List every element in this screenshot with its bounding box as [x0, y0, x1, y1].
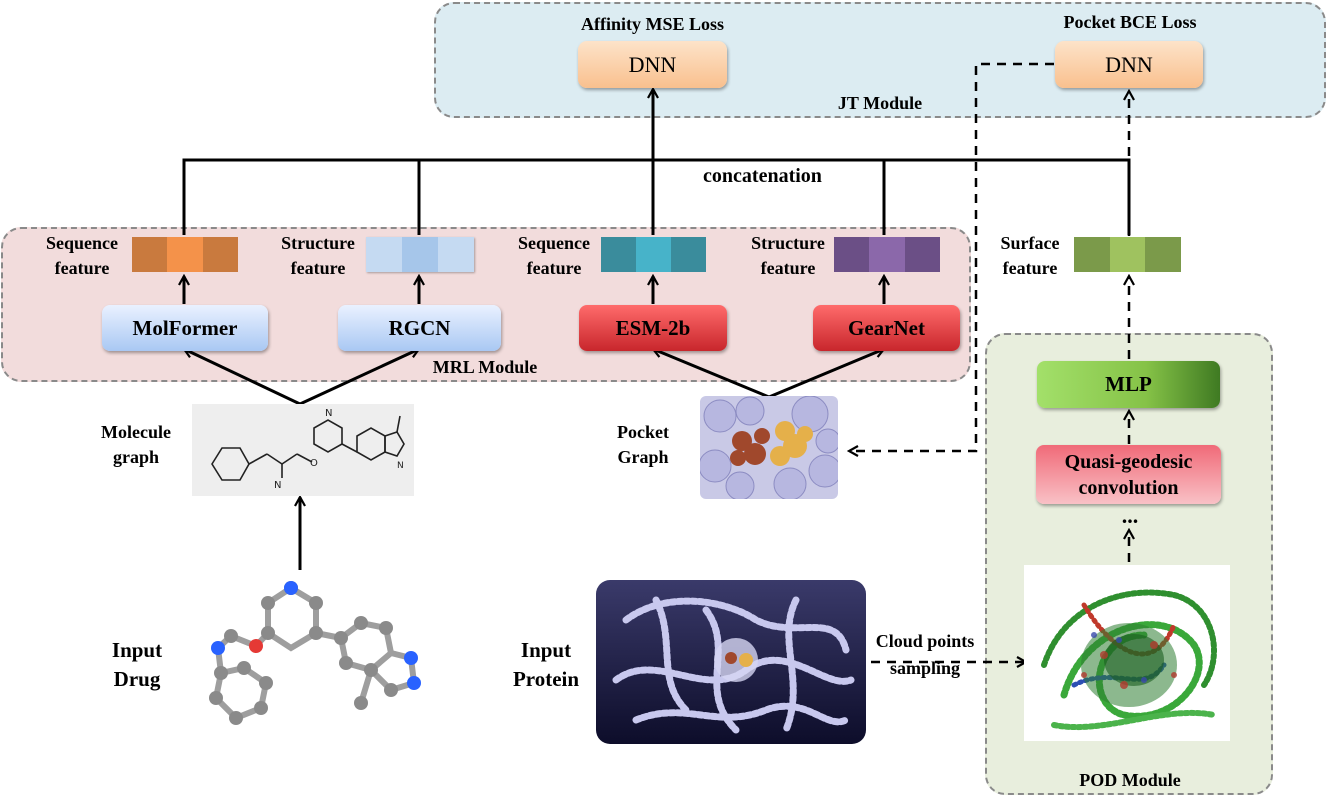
input-drug-label: Input Drug	[111, 638, 163, 691]
drug-structure-feature-vector	[366, 237, 474, 272]
feature-cell	[132, 237, 168, 272]
surface-feature-label: Surface feature	[1000, 233, 1060, 278]
molecule-graph-label: Molecule graph	[101, 422, 171, 467]
feature-cell	[1109, 237, 1146, 272]
cloud-points-label: Cloud points sampling	[875, 631, 975, 678]
protein-sequence-feature-vector	[601, 237, 706, 272]
input-protein-label: Input Protein	[512, 638, 580, 691]
drug-structure-feature-label: Structure feature	[281, 233, 355, 278]
feature-cell	[202, 237, 238, 272]
rgcn-box: RGCN	[338, 305, 501, 351]
quasi-geodesic-label: Quasi-geodesic convolution	[1064, 450, 1193, 499]
feature-cell	[402, 237, 438, 272]
feature-cell	[601, 237, 636, 272]
input-drug-3d-image	[209, 581, 421, 725]
surface-feature-vector	[1074, 237, 1182, 272]
dnn-pocket-box: DNN	[1055, 41, 1203, 88]
feature-cell	[636, 237, 671, 272]
feature-cell	[834, 237, 870, 272]
svg-text:N: N	[274, 480, 281, 491]
point-cloud-image	[1024, 565, 1230, 741]
affinity-loss-label: Affinity MSE Loss	[580, 14, 724, 34]
pocket-graph-label: Pocket Graph	[617, 422, 669, 467]
svg-text:N: N	[325, 408, 332, 419]
mrl-module-label: MRL Module	[432, 357, 538, 377]
drug-sequence-feature-vector	[132, 237, 238, 272]
pod-module-label: POD Module	[1079, 770, 1181, 790]
mlp-box: MLP	[1037, 361, 1220, 408]
feature-cell	[438, 237, 474, 272]
quasi-geodesic-box: Quasi-geodesic convolution	[1036, 445, 1221, 504]
gearnet-box: GearNet	[813, 305, 960, 351]
protein-structure-feature-label: Structure feature	[751, 233, 825, 278]
esm-box: ESM-2b	[579, 305, 727, 351]
feature-cell	[366, 237, 402, 272]
concatenation-label: concatenation	[703, 165, 822, 187]
protein-sequence-feature-label: Sequence feature	[518, 233, 590, 278]
ellipsis-label: ...	[1121, 503, 1139, 528]
input-protein-image	[596, 580, 866, 744]
pocket-graph-image	[700, 396, 838, 499]
dnn-affinity-box: DNN	[578, 41, 727, 88]
pocket-loss-label: Pocket BCE Loss	[1063, 12, 1197, 32]
feature-cell	[869, 237, 905, 272]
feature-cell	[1074, 237, 1110, 272]
feature-cell	[671, 237, 706, 272]
svg-text:O: O	[310, 458, 318, 469]
feature-cell	[1145, 237, 1182, 272]
feature-cell	[167, 237, 203, 272]
protein-structure-feature-vector	[834, 237, 940, 272]
jt-module-label: JT Module	[837, 93, 923, 113]
drug-sequence-feature-label: Sequence feature	[46, 233, 118, 278]
molformer-box: MolFormer	[102, 305, 268, 351]
feature-cell	[904, 237, 940, 272]
molecule-graph-image: O N N N	[192, 404, 414, 496]
svg-text:N: N	[397, 461, 404, 471]
